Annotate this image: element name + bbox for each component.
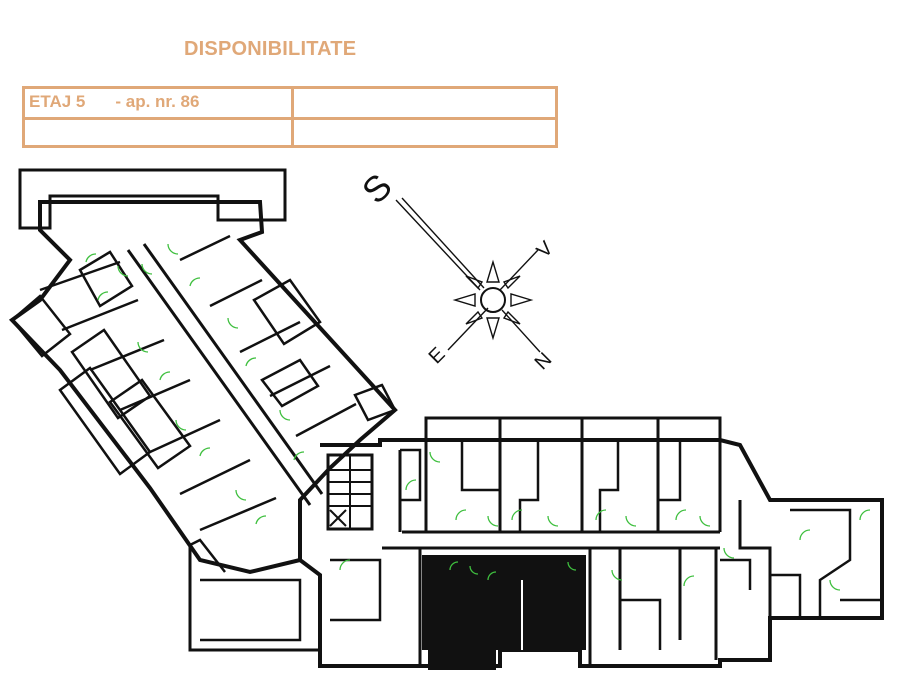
table-column-divider <box>291 89 294 145</box>
page-title: DISPONIBILITATE <box>184 38 357 60</box>
service-core-details <box>449 561 577 581</box>
table-row-divider <box>25 117 555 120</box>
door-swings-horizontal <box>339 451 871 591</box>
compass-label-north: N <box>531 348 557 374</box>
compass-label-south: S <box>354 165 400 211</box>
availability-table: ETAJ 5 - ap. nr. 86 <box>22 86 558 148</box>
compass-diagonal-arrows <box>465 275 521 325</box>
compass-label-west: V <box>533 237 558 262</box>
compass-label-east: E <box>425 343 450 368</box>
building-wing-horizontal <box>188 416 884 668</box>
compass-arrowheads <box>452 259 534 341</box>
compass-rose <box>395 197 541 353</box>
compass-needle-east <box>447 307 489 351</box>
door-swings-diagonal <box>85 243 305 525</box>
floor-label: ETAJ 5 <box>29 92 86 111</box>
apartment-label: - ap. nr. 86 <box>115 92 200 111</box>
compass-needle-west <box>499 249 539 291</box>
compass-center <box>480 287 506 313</box>
service-core <box>422 555 586 670</box>
compass-needle-south <box>395 199 481 291</box>
compass-needle-north <box>501 309 541 353</box>
compass-needle-south-2 <box>401 197 485 289</box>
table-cell-apartment: ETAJ 5 - ap. nr. 86 <box>29 92 199 112</box>
building-wing-diagonal <box>8 168 398 575</box>
stair-core <box>326 453 374 531</box>
